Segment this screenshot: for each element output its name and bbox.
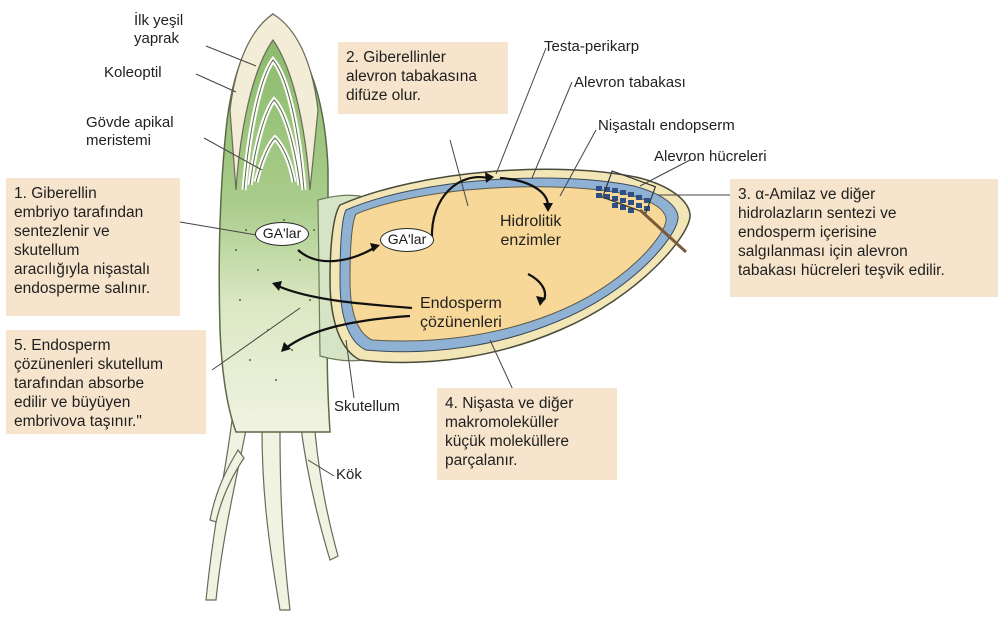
step-1-callout: 1. Giberellin embriyo tarafından sentezl… bbox=[6, 178, 180, 316]
coleoptile-label: Koleoptil bbox=[104, 64, 162, 82]
ga-endosperm-oval: GA'lar bbox=[380, 228, 434, 252]
testa-pericarp-label: Testa-perikarp bbox=[544, 38, 639, 56]
shoot-apical-meristem-label: Gövde apikal meristemi bbox=[86, 114, 174, 150]
aleurone-layer-label: Alevron tabakası bbox=[574, 74, 686, 92]
hydrolytic-enzymes-label: Hidrolitik enzimler bbox=[500, 212, 561, 250]
ga-embryo-oval: GA'lar bbox=[255, 222, 309, 246]
starchy-endosperm-label: Nişastalı endopserm bbox=[598, 117, 735, 135]
step-4-callout: 4. Nişasta ve diğer makromoleküller küçü… bbox=[437, 388, 617, 480]
step-3-callout: 3. α-Amilaz ve diğer hidrolazların sente… bbox=[730, 179, 998, 297]
aleurone-cells-label: Alevron hücreleri bbox=[654, 148, 767, 166]
first-leaf-label: İlk yeşil yaprak bbox=[134, 12, 183, 48]
step-2-callout: 2. Giberellinler alevron tabakasına difü… bbox=[338, 42, 508, 114]
endosperm-solutes-label: Endosperm çözünenleri bbox=[420, 294, 502, 332]
scutellum-label: Skutellum bbox=[334, 398, 400, 416]
step-5-callout: 5. Endosperm çözünenleri skutellum taraf… bbox=[6, 330, 206, 434]
root-drawing bbox=[206, 420, 338, 610]
root-label: Kök bbox=[336, 466, 362, 484]
